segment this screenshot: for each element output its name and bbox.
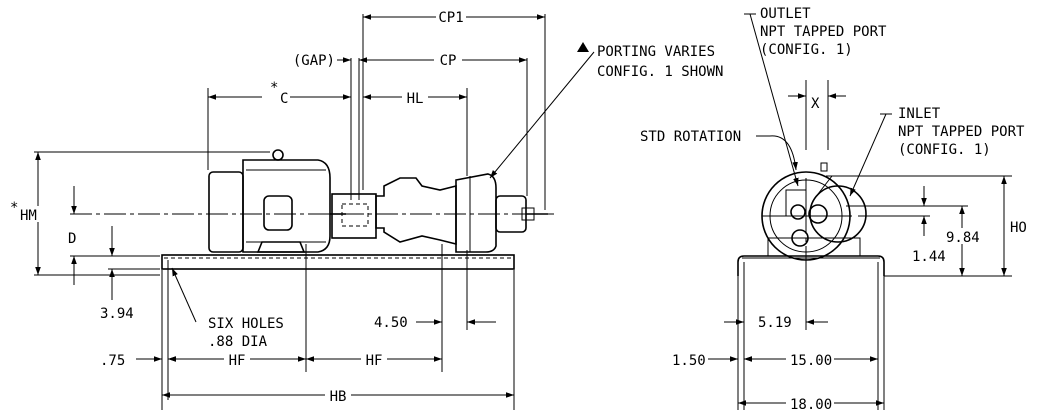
svg-text:NPT TAPPED PORT: NPT TAPPED PORT bbox=[760, 24, 887, 40]
holes-line2: .88 DIA bbox=[208, 334, 268, 350]
cp-label: CP bbox=[440, 53, 457, 69]
std-rotation-label: STD ROTATION bbox=[640, 129, 741, 145]
lifting-eye-icon bbox=[272, 149, 284, 161]
holes-line1: SIX HOLES bbox=[208, 316, 284, 332]
c-label: C bbox=[280, 91, 288, 107]
gap-label: (GAP) bbox=[293, 53, 335, 69]
porting-note: PORTING VARIES CONFIG. 1 SHOWN bbox=[489, 42, 723, 179]
dim-9-84: 9.84 bbox=[946, 230, 980, 246]
dim-1-44: 1.44 bbox=[912, 249, 946, 265]
svg-text:INLET: INLET bbox=[898, 106, 941, 122]
base-plate bbox=[161, 254, 515, 270]
outlet-note: OUTLET NPT TAPPED PORT (CONFIG. 1) bbox=[744, 6, 887, 187]
dim-5-19: 5.19 bbox=[758, 315, 792, 331]
svg-text:(CONFIG. 1): (CONFIG. 1) bbox=[760, 42, 853, 58]
svg-text:(CONFIG. 1): (CONFIG. 1) bbox=[898, 142, 991, 158]
inlet-note: INLET NPT TAPPED PORT (CONFIG. 1) bbox=[849, 106, 1025, 197]
end-view: OUTLET NPT TAPPED PORT (CONFIG. 1) X INL… bbox=[640, 6, 1027, 412]
hb-label: HB bbox=[330, 389, 347, 405]
hm-star: * bbox=[10, 200, 18, 216]
dim-18-00: 18.00 bbox=[790, 397, 832, 412]
hm-label: HM bbox=[20, 208, 37, 224]
dim-3-94: 3.94 bbox=[100, 306, 134, 322]
hl-label: HL bbox=[407, 91, 424, 107]
svg-text:PORTING VARIES: PORTING VARIES bbox=[597, 44, 715, 60]
svg-text:OUTLET: OUTLET bbox=[760, 6, 811, 22]
hf-left-label: HF bbox=[229, 353, 246, 369]
coupling bbox=[331, 193, 377, 239]
x-label: X bbox=[811, 96, 820, 112]
svg-text:CONFIG. 1 SHOWN: CONFIG. 1 SHOWN bbox=[597, 64, 723, 80]
dim-15-00: 15.00 bbox=[790, 353, 832, 369]
ho-label: HO bbox=[1010, 220, 1027, 236]
motor bbox=[208, 149, 346, 253]
rotation-arrow-icon bbox=[769, 135, 798, 171]
c-star: * bbox=[270, 80, 278, 96]
end-pump-housing bbox=[761, 162, 867, 266]
warning-triangle-icon bbox=[577, 42, 589, 52]
end-base bbox=[737, 255, 885, 410]
d-label: D bbox=[68, 231, 76, 247]
dim-1-50: 1.50 bbox=[672, 353, 706, 369]
cp1-label: CP1 bbox=[438, 10, 463, 26]
hf-right-label: HF bbox=[366, 353, 383, 369]
dim-0-75: .75 bbox=[100, 353, 125, 369]
side-view: CP1 (GAP) CP * C HL PORTING VARIES CONFI… bbox=[10, 9, 723, 410]
pump-body bbox=[375, 173, 548, 253]
dim-4-50: 4.50 bbox=[374, 315, 408, 331]
svg-text:NPT TAPPED PORT: NPT TAPPED PORT bbox=[898, 124, 1025, 140]
